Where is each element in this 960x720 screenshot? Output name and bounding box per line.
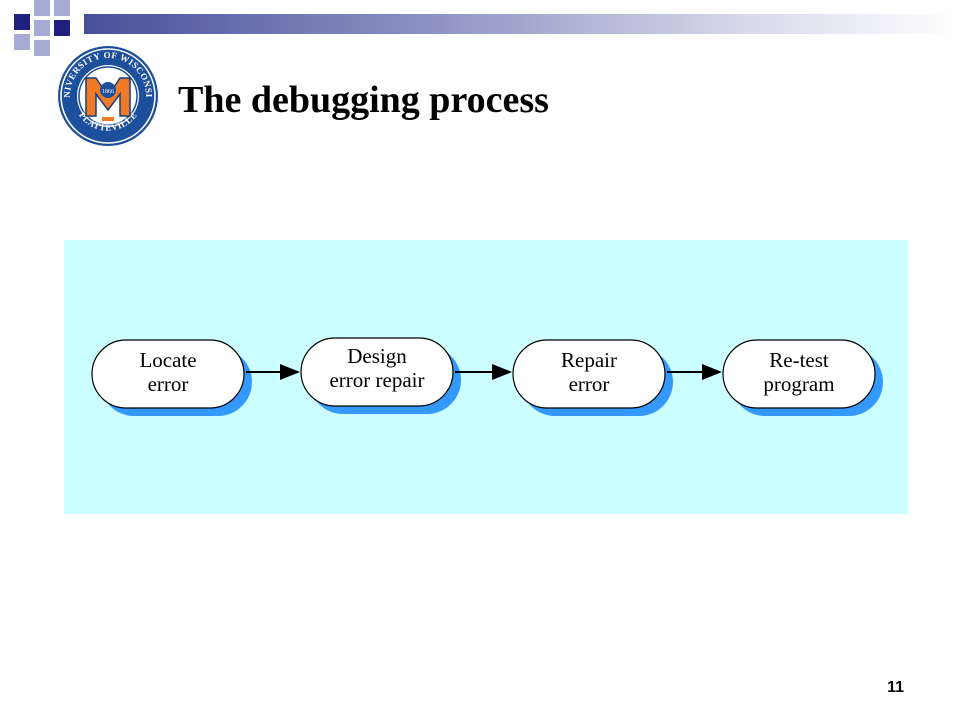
node-label-1-line2: error bbox=[147, 372, 189, 396]
node-label-2-line2: error repair bbox=[329, 368, 425, 392]
process-node-design-error-repair bbox=[300, 337, 461, 414]
node-label-3: Repair error bbox=[514, 348, 664, 396]
node-label-3-line2: error bbox=[568, 372, 610, 396]
header-gradient-bar bbox=[84, 14, 960, 34]
debugging-process-diagram: Locate error Design error repair Repair … bbox=[64, 240, 908, 514]
decor-square-1 bbox=[14, 14, 30, 30]
node-label-1: Locate error bbox=[93, 348, 243, 396]
page-number: 11 bbox=[887, 679, 904, 696]
decor-square-2 bbox=[34, 0, 50, 16]
decor-square-5 bbox=[54, 20, 70, 36]
node-label-2-line1: Design bbox=[347, 344, 407, 368]
node-label-4-line1: Re-test bbox=[769, 348, 829, 372]
node-label-4-line2: program bbox=[763, 372, 835, 396]
process-node-locate-error bbox=[91, 339, 252, 416]
decor-square-6 bbox=[14, 34, 30, 50]
node-label-2: Design error repair bbox=[302, 344, 452, 392]
node-label-3-line1: Repair bbox=[561, 348, 617, 372]
process-node-retest-program bbox=[722, 339, 883, 416]
decor-square-7 bbox=[34, 40, 50, 56]
slide-title: The debugging process bbox=[178, 79, 549, 121]
process-node-repair-error bbox=[512, 339, 673, 416]
decor-square-3 bbox=[54, 0, 70, 16]
node-label-1-line1: Locate bbox=[139, 348, 197, 372]
seal-year: 1866 bbox=[102, 89, 114, 95]
node-label-4: Re-test program bbox=[724, 348, 874, 396]
university-seal-logo: UNIVERSITY OF WISCONSIN PLATTEVILLE 1866 bbox=[53, 36, 160, 148]
decor-square-4 bbox=[34, 20, 50, 36]
